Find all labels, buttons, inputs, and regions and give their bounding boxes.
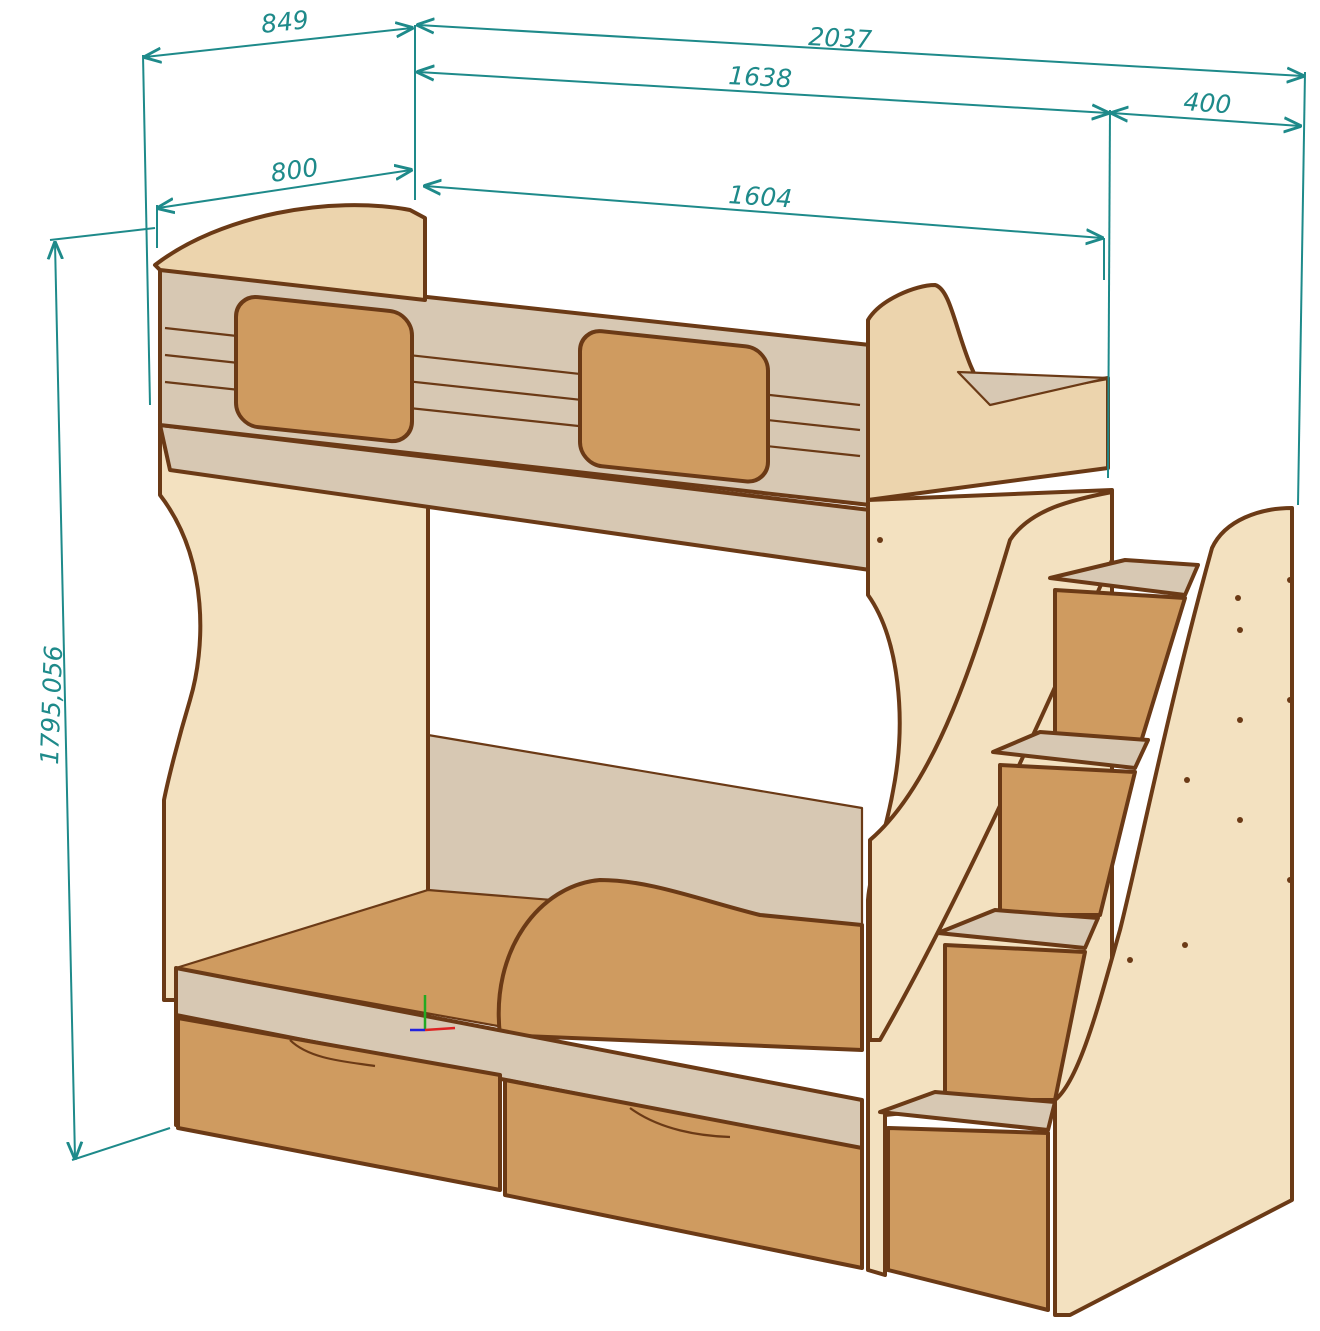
bed-model [153, 203, 1294, 1317]
dim-label-1638: 1638 [728, 61, 793, 93]
stair-steps [878, 558, 1200, 1312]
dim-line-1604 [425, 186, 1102, 238]
dim-label-800: 800 [269, 153, 320, 188]
dim-line-1638 [418, 72, 1108, 113]
dim-label-400: 400 [1183, 87, 1233, 119]
dim-line-800 [158, 170, 411, 208]
axis-gizmo [410, 995, 456, 1032]
guard-orange-panel-left [234, 294, 414, 444]
dim-line-400 [1112, 113, 1300, 126]
guard-orange-panel-right [578, 329, 770, 484]
dim-label-height: 1795,056 [35, 645, 68, 765]
dim-label-1604: 1604 [728, 180, 793, 213]
dim-label-2037: 2037 [808, 22, 873, 54]
dim-line-height [55, 243, 75, 1158]
dimension-lines [50, 25, 1306, 1161]
dim-label-849: 849 [260, 5, 310, 39]
dim-line-2037 [418, 25, 1303, 76]
upper-mattress-top [956, 370, 1110, 407]
dimension-labels: 849 2037 1638 400 800 1604 1795,056 [35, 5, 1232, 765]
lower-headboard-arch [496, 878, 864, 1052]
assembly-holes [877, 537, 1293, 963]
stairs-stringer [868, 490, 1114, 1042]
dim-line-849 [145, 28, 412, 57]
drawer-right [503, 1078, 864, 1270]
drawer-left [176, 1016, 502, 1192]
stairs-side-panel [1053, 506, 1294, 1317]
